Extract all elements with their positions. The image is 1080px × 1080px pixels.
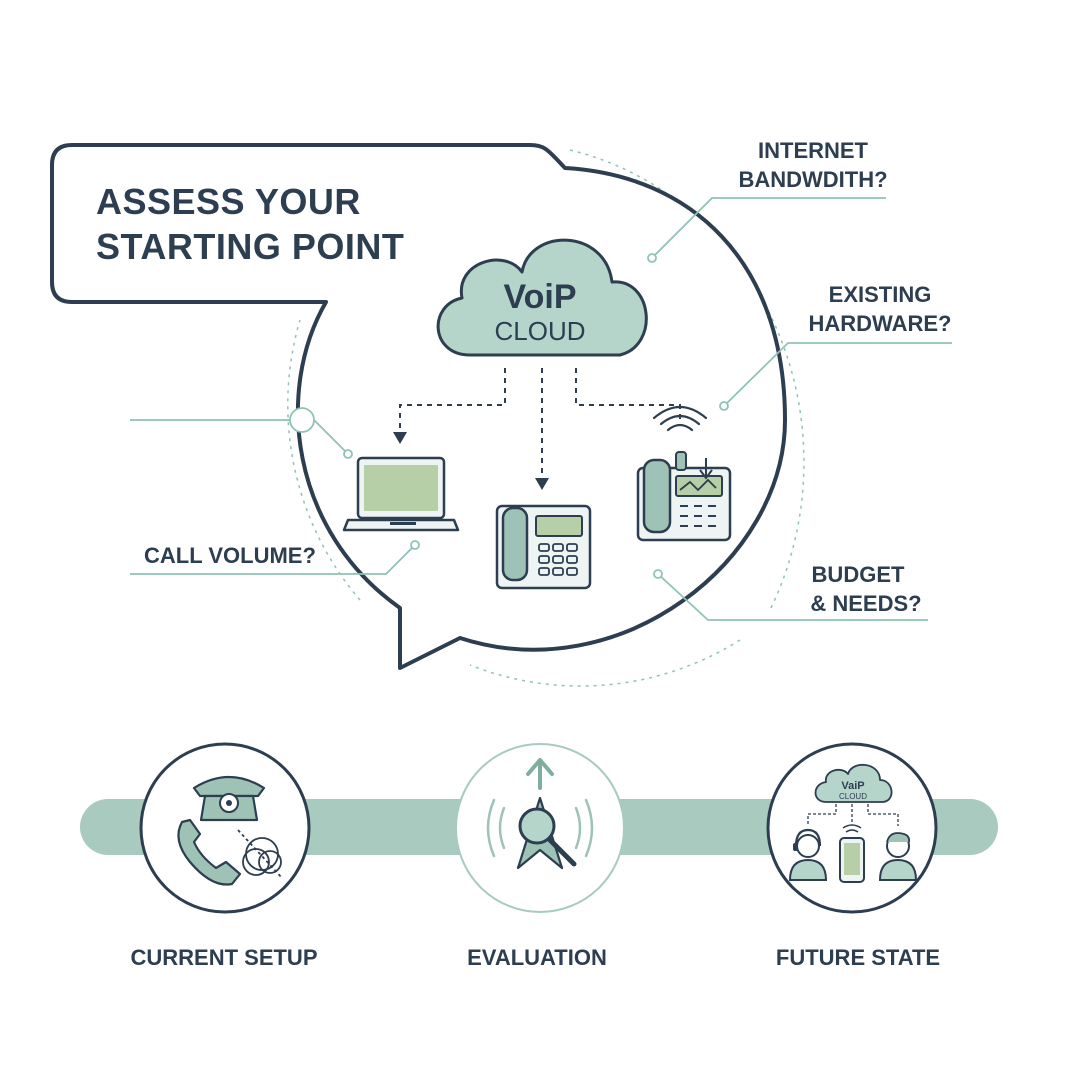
tangled-wires-icon [237,829,283,879]
question-hardware-line-2: HARDWARE? [809,311,952,336]
question-hardware-line-1: EXISTING [829,282,932,307]
mini-connectors [807,804,899,826]
title-line-2: STARTING POINT [96,226,404,267]
mini-wifi-icon [842,824,862,833]
question-budget-line-2: & NEEDS? [810,591,921,616]
up-arrow-icon [526,758,554,790]
question-internet-line-1: INTERNET [758,138,869,163]
stage-label-evaluation: EVALUATION [467,945,607,970]
laptop-icon [342,456,460,532]
wifi-office-phone-icon [636,405,732,542]
rotary-phone-icon [192,776,266,822]
question-budget-line-1: BUDGET [812,562,905,587]
leader-dots [289,253,729,579]
stage-label-current-setup: CURRENT SETUP [130,945,317,970]
mini-voip-cloud: VaiP CLOUD [814,764,893,803]
question-leaders [130,197,952,621]
question-internet-line-2: BANDWDITH? [738,167,887,192]
mini-cloud-title: VaiP [841,780,864,792]
stage-current-setup [139,742,311,914]
agent-with-headset-icon [788,828,828,881]
smartphone-icon [839,837,865,883]
signal-waves-icon [486,798,594,858]
voip-cloud: VoiP CLOUD [436,238,648,357]
handset-icon [177,818,242,886]
question-call-volume: CALL VOLUME? [144,543,316,568]
magnifier-icon [516,796,577,870]
cloud-title: VoiP [503,278,576,316]
desk-phone-icon [495,504,592,590]
cloud-connectors [399,368,681,478]
person-icon [878,832,918,881]
arrow-to-laptop [393,432,407,444]
stage-label-future-state: FUTURE STATE [776,945,940,970]
title-line-1: ASSESS YOUR [96,181,361,222]
arrow-to-desk-phone [535,478,549,490]
cloud-subtitle: CLOUD [494,316,585,346]
mini-cloud-subtitle: CLOUD [839,792,867,801]
stage-future-state: VaiP CLOUD [766,742,938,914]
stage-evaluation [455,743,625,913]
dotted-orbit [287,149,805,687]
